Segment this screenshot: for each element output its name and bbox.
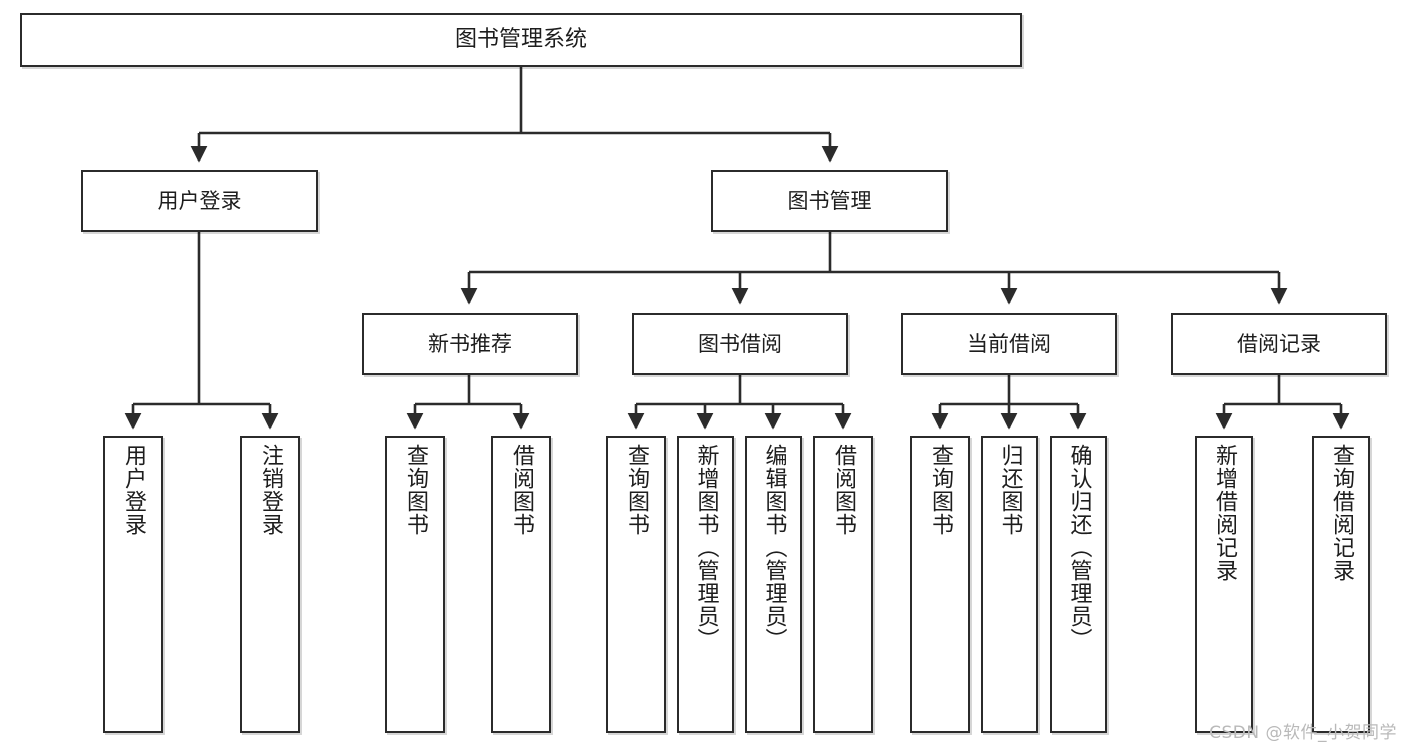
node-new-book-recommend[interactable]: 新书推荐: [362, 313, 578, 375]
node-current-borrow-label: 当前借阅: [967, 331, 1051, 356]
leaf-new-book-borrow-label: 借阅图书: [509, 444, 534, 536]
node-user-login-label: 用户登录: [157, 188, 242, 213]
node-book-management-label: 图书管理: [787, 188, 872, 213]
node-book-borrow-label: 图书借阅: [698, 331, 782, 356]
leaf-current-return-label: 归还图书: [997, 444, 1023, 536]
leaf-new-book-query-label: 查询图书: [403, 444, 428, 536]
leaf-borrow-add-book[interactable]: 新增图书（管理员）: [677, 436, 734, 733]
leaf-records-query-label: 查询借阅记录: [1329, 444, 1354, 582]
leaf-borrow-add-book-label: 新增图书（管理员）: [693, 444, 719, 651]
leaf-records-add-label: 新增借阅记录: [1212, 444, 1237, 582]
leaf-borrow-edit-book[interactable]: 编辑图书（管理员）: [745, 436, 802, 733]
node-root[interactable]: 图书管理系统: [20, 13, 1022, 67]
watermark-text: CSDN @软件_小贺同学: [1209, 723, 1397, 743]
leaf-user-login-signout[interactable]: 注销登录: [240, 436, 300, 733]
leaf-records-query[interactable]: 查询借阅记录: [1312, 436, 1370, 733]
node-user-login[interactable]: 用户登录: [81, 170, 318, 232]
node-borrow-records[interactable]: 借阅记录: [1171, 313, 1387, 375]
leaf-current-query[interactable]: 查询图书: [910, 436, 970, 733]
leaf-borrow-query[interactable]: 查询图书: [606, 436, 666, 733]
node-book-management[interactable]: 图书管理: [711, 170, 948, 232]
leaf-current-query-label: 查询图书: [928, 444, 953, 536]
leaf-borrow-edit-book-label: 编辑图书（管理员）: [761, 444, 787, 651]
leaf-borrow-query-label: 查询图书: [624, 444, 649, 536]
leaf-borrow-borrow-book-label: 借阅图书: [831, 444, 856, 536]
node-book-borrow[interactable]: 图书借阅: [632, 313, 848, 375]
leaf-current-confirm-return-label: 确认归还（管理员）: [1066, 444, 1092, 651]
leaf-user-login-signin[interactable]: 用户登录: [103, 436, 163, 733]
leaf-current-confirm-return[interactable]: 确认归还（管理员）: [1050, 436, 1107, 733]
leaf-current-return[interactable]: 归还图书: [981, 436, 1038, 733]
leaf-borrow-borrow-book[interactable]: 借阅图书: [813, 436, 873, 733]
node-new-book-recommend-label: 新书推荐: [428, 331, 512, 356]
leaf-user-login-signout-label: 注销登录: [258, 444, 283, 536]
node-current-borrow[interactable]: 当前借阅: [901, 313, 1117, 375]
node-borrow-records-label: 借阅记录: [1237, 331, 1321, 356]
leaf-new-book-borrow[interactable]: 借阅图书: [491, 436, 551, 733]
node-root-label: 图书管理系统: [454, 27, 587, 53]
leaf-user-login-signin-label: 用户登录: [121, 444, 146, 536]
leaf-new-book-query[interactable]: 查询图书: [385, 436, 445, 733]
leaf-records-add[interactable]: 新增借阅记录: [1195, 436, 1253, 733]
